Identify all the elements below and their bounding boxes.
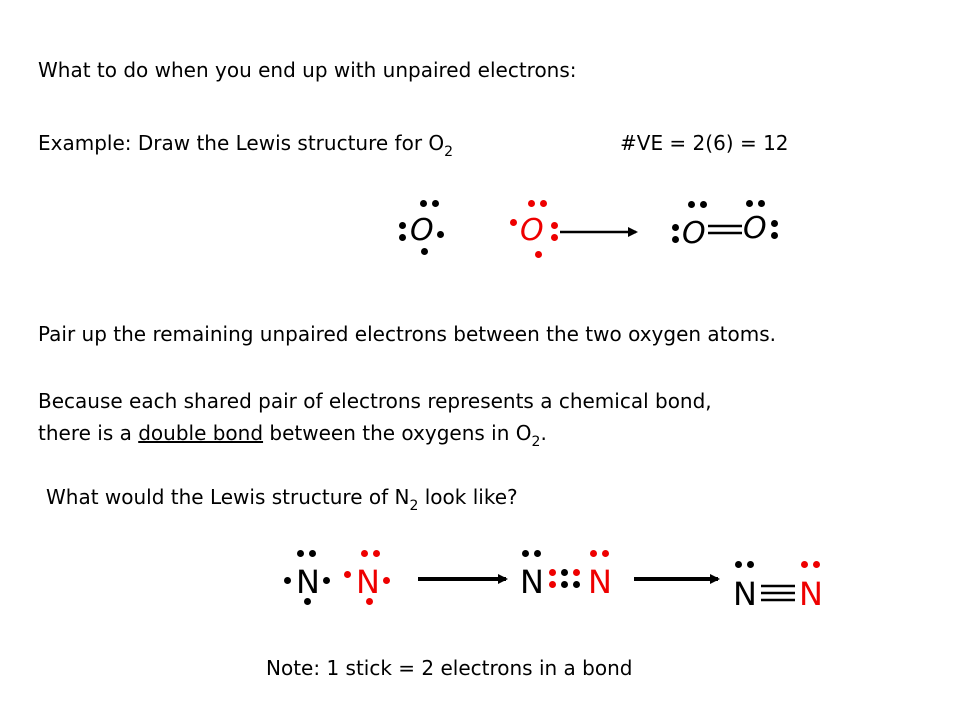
electron-dot	[420, 200, 427, 207]
electron-dot	[373, 550, 380, 557]
shared-electron-dot	[573, 581, 580, 588]
electron-dot	[535, 251, 542, 258]
question-subscript: 2	[409, 498, 419, 514]
electron-dot	[758, 200, 765, 207]
electron-dot	[323, 577, 330, 584]
electron-dot	[304, 598, 311, 605]
electron-dot	[432, 200, 439, 207]
example-subscript: 2	[444, 144, 454, 160]
note-text: Note: 1 stick = 2 electrons in a bond	[266, 656, 633, 680]
electron-dot	[366, 598, 373, 605]
electron-dot	[383, 577, 390, 584]
shared-electron-dot	[561, 581, 568, 588]
electron-dot	[551, 222, 558, 229]
electron-dot	[771, 220, 778, 227]
electron-dot	[746, 200, 753, 207]
nitrogen-atom-final-1: N	[733, 575, 757, 613]
intro-text: What to do when you end up with unpaired…	[38, 58, 577, 82]
because-subscript: 2	[531, 434, 541, 450]
pair-up-text: Pair up the remaining unpaired electrons…	[38, 322, 777, 346]
because-line-1: Because each shared pair of electrons re…	[38, 389, 712, 413]
oxygen-atom-bonded-1: O	[682, 216, 706, 251]
electron-dot	[297, 550, 304, 557]
n2-question: What would the Lewis structure of N2 loo…	[46, 485, 518, 514]
electron-dot	[813, 561, 820, 568]
electron-dot	[528, 200, 535, 207]
shared-electron-dot	[549, 581, 556, 588]
nitrogen-atom-shared-2: N	[588, 563, 612, 601]
electron-dot	[421, 248, 428, 255]
nitrogen-atom-final-2: N	[799, 575, 823, 613]
electron-dot	[735, 561, 742, 568]
because-line-2-end: .	[540, 421, 547, 445]
electron-dot	[551, 234, 558, 241]
electron-dot	[672, 236, 679, 243]
nitrogen-atom-1: N	[296, 563, 320, 601]
nitrogen-atom-shared-1: N	[520, 563, 544, 601]
because-line-2: there is a double bond between the oxyge…	[38, 421, 547, 450]
example-prefix: Example: Draw the Lewis structure for O	[38, 131, 445, 155]
oxygen-atom-2: O	[520, 213, 544, 248]
electron-dot	[399, 222, 406, 229]
oxygen-atom-1: O	[410, 213, 434, 248]
electron-dot	[361, 550, 368, 557]
electron-dot	[309, 550, 316, 557]
nitrogen-atom-2: N	[356, 563, 380, 601]
question-prefix: What would the Lewis structure of N	[46, 485, 410, 509]
shared-electron-dot	[549, 569, 556, 576]
electron-dot	[522, 550, 529, 557]
shared-electron-dot	[561, 569, 568, 576]
question-suffix: look like?	[418, 485, 518, 509]
because-line-2-pre: there is a	[38, 421, 139, 445]
valence-electron-count: #VE = 2(6) = 12	[620, 131, 789, 155]
electron-dot	[399, 234, 406, 241]
electron-dot	[700, 201, 707, 208]
oxygen-atom-bonded-2: O	[743, 211, 767, 246]
electron-dot	[801, 561, 808, 568]
because-line-2-post: between the oxygens in O	[263, 421, 532, 445]
shared-electron-dot	[573, 569, 580, 576]
electron-dot	[672, 224, 679, 231]
electron-dot	[771, 232, 778, 239]
example-text: Example: Draw the Lewis structure for O2	[38, 131, 454, 160]
electron-dot	[747, 561, 754, 568]
electron-dot	[437, 231, 444, 238]
electron-dot	[540, 200, 547, 207]
electron-dot	[284, 577, 291, 584]
electron-dot	[534, 550, 541, 557]
electron-dot	[510, 219, 517, 226]
double-bond-term: double bond	[138, 421, 264, 445]
electron-dot	[344, 571, 351, 578]
electron-dot	[590, 550, 597, 557]
electron-dot	[602, 550, 609, 557]
electron-dot	[688, 201, 695, 208]
